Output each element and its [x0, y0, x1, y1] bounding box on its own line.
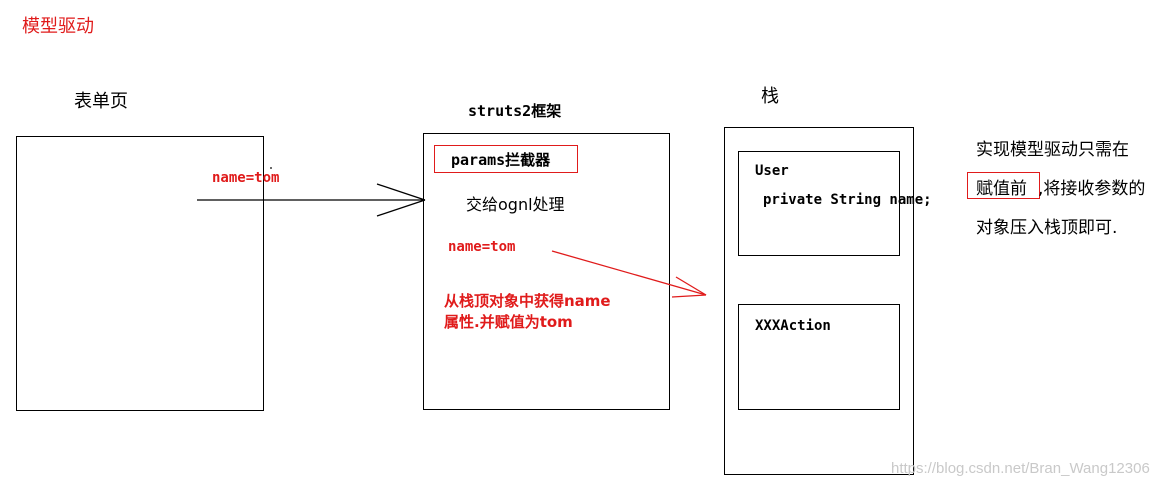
framework-param-label: name=tom — [448, 239, 516, 255]
tick-mark — [270, 167, 272, 169]
explanation-highlight-box — [967, 172, 1040, 199]
explanation-line2-highlight: 赋值前 — [976, 179, 1027, 199]
explanation-line1: 实现模型驱动只需在 — [976, 140, 1129, 160]
framework-note-line2: 属性.并赋值为tom — [444, 313, 573, 331]
form-page-param-label: name=tom — [212, 170, 280, 186]
stack-box — [724, 127, 914, 475]
form-page-title: 表单页 — [74, 91, 128, 112]
user-class-label: User — [755, 163, 789, 179]
action-class-label: XXXAction — [755, 318, 831, 334]
user-field-label: private String name; — [763, 192, 932, 208]
ognl-processing-label: 交给ognl处理 — [466, 195, 565, 214]
watermark: https://blog.csdn.net/Bran_Wang12306 — [891, 460, 1150, 477]
explanation-line3: 对象压入栈顶即可. — [976, 218, 1118, 238]
interceptor-highlight — [434, 145, 578, 173]
stack-title: 栈 — [761, 86, 779, 107]
framework-note-line1: 从栈顶对象中获得name — [444, 292, 611, 310]
explanation-line2-rest: ,将接收参数的 — [1038, 179, 1146, 199]
framework-box — [423, 133, 670, 410]
action-object-box — [738, 304, 900, 410]
form-page-box — [16, 136, 264, 411]
interceptor-label: params拦截器 — [451, 151, 551, 169]
framework-title: struts2框架 — [468, 102, 562, 120]
diagram-heading: 模型驱动 — [22, 16, 94, 37]
user-object-box — [738, 151, 900, 256]
